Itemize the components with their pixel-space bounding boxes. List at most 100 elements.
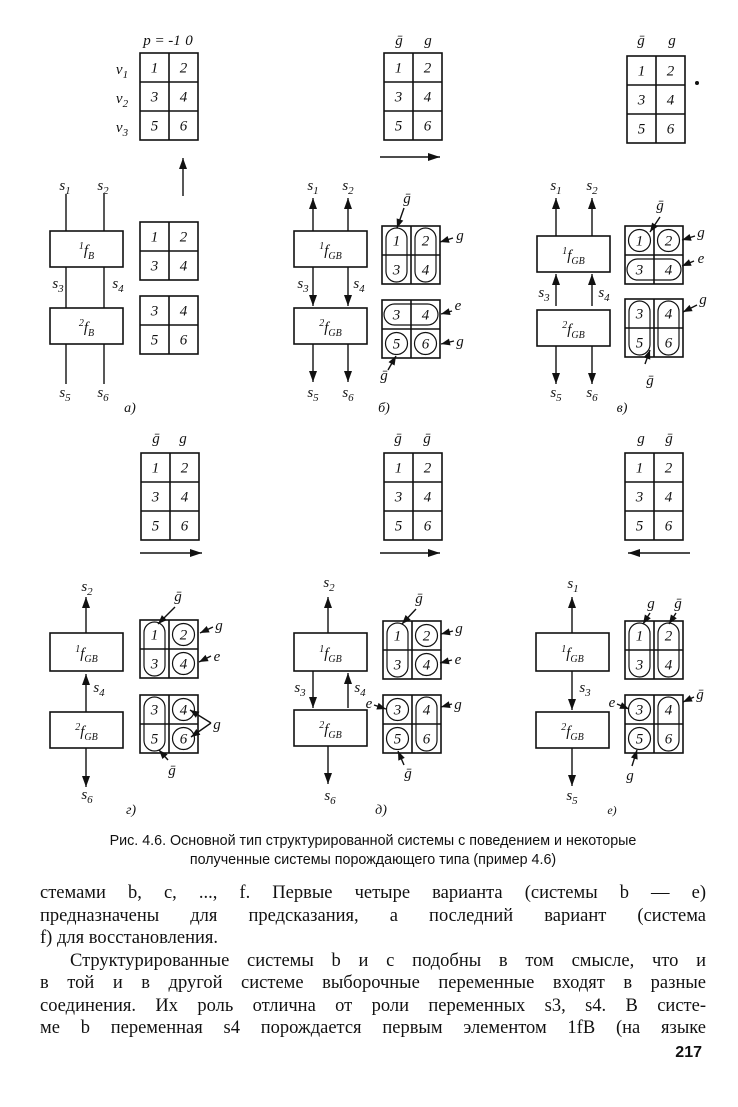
mask-circle (414, 623, 439, 648)
mask-oval (657, 622, 680, 678)
e-label: e (609, 695, 616, 711)
grid-cell-value: 3 (392, 263, 401, 279)
paragraph-2-line-4: ме b переменная s4 порождается первым эл… (40, 1018, 706, 1038)
arrow-head (650, 222, 658, 232)
arrow-head (309, 371, 317, 382)
s-label: s5 (550, 385, 562, 404)
arrow-head (630, 750, 638, 760)
grid-cell-value: 2 (180, 61, 188, 77)
arrow-head (552, 198, 560, 209)
s-label: s5 (566, 788, 578, 807)
g-label: g (213, 717, 221, 733)
block-1fgb-label: 1fGB (319, 644, 342, 665)
arrow-head (344, 371, 352, 382)
grid-cell-value: 5 (151, 732, 159, 748)
grid-cell-value: 1 (636, 461, 644, 477)
grid-cell-value: 6 (180, 732, 188, 748)
grid-cell-value: 4 (180, 90, 188, 106)
g-label: g (668, 33, 676, 49)
arrow-head (588, 373, 596, 384)
arrow-head (309, 295, 317, 306)
block-2fgb-label: 2fGB (562, 320, 585, 341)
caption-line-2: полученные системы порождающего типа (пр… (189, 852, 557, 868)
block-1fgb (49, 632, 124, 672)
grid-cell-value: 4 (422, 308, 430, 324)
block-2fgb (536, 309, 611, 347)
arrow-head (643, 350, 651, 360)
e-label: e (698, 251, 705, 267)
arrow-head (309, 198, 317, 209)
body-text: стемами b, c, ..., f. Первые четыре вари… (40, 882, 706, 1040)
block-2fgb-label: 2fGB (75, 722, 98, 743)
grid-cell-value: 5 (393, 337, 401, 353)
block-2fgb (293, 709, 368, 747)
arrow-head (683, 304, 693, 312)
block-2fgb (535, 711, 610, 749)
arrow-head (396, 218, 404, 228)
grid-cell-value: 6 (423, 732, 431, 748)
grid-cell-value: 5 (636, 732, 644, 748)
e-label: e (455, 298, 462, 314)
grid-cell-value: 1 (152, 461, 160, 477)
panel-label-f: е) (607, 803, 616, 817)
arrow-head (441, 308, 451, 316)
grid-cell-value: 1 (151, 230, 159, 246)
grid-cell-value: 1 (151, 61, 159, 77)
gbar-label: ḡ (174, 589, 182, 605)
gbar-label: ḡ (696, 687, 704, 703)
mask-circle (171, 622, 196, 647)
grid-cell-value: 4 (180, 259, 188, 275)
grid-cell-value: 2 (665, 234, 673, 250)
s-label: s2 (342, 178, 354, 197)
grid-cell-value: 3 (150, 90, 159, 106)
mask-circle (171, 697, 196, 722)
s-label: s3 (52, 276, 64, 295)
arrow-head (179, 158, 187, 169)
grid-cell-value: 2 (422, 234, 430, 250)
grid-cell-value: 5 (151, 119, 159, 135)
gbar-label: ḡ (380, 368, 388, 384)
grid-cell-value: 3 (150, 304, 159, 320)
g-label: g (454, 697, 462, 713)
block-1fgb-label: 1fGB (319, 241, 342, 262)
grid-cell-value: 4 (665, 307, 673, 323)
block-2fgb (293, 307, 368, 345)
grid-cell-value: 1 (151, 628, 159, 644)
grid-cell-value: 4 (665, 703, 673, 719)
arrow-head (200, 626, 210, 633)
block-2fb (49, 307, 124, 345)
arrow-head (619, 702, 629, 709)
grid-cell-value: 3 (393, 658, 402, 674)
s-label: s3 (538, 285, 550, 304)
arrow-head (344, 198, 352, 209)
grid-cell-value: 1 (394, 629, 402, 645)
block-2fgb-label: 2fGB (561, 722, 584, 743)
mask-circle (627, 228, 652, 253)
grid-cell-value: 4 (667, 93, 675, 109)
mask-oval (383, 303, 439, 326)
v-label: v3 (116, 120, 129, 139)
v-label: v2 (116, 91, 129, 110)
arrow-head (82, 776, 90, 787)
arrow-head (82, 674, 90, 685)
grid-cell-value: 1 (636, 629, 644, 645)
arrow-head (441, 338, 451, 346)
arrow-head (376, 702, 386, 710)
s-label: s1 (550, 178, 561, 197)
grid-cell-value: 2 (667, 64, 675, 80)
arrow-head (441, 628, 451, 636)
g-label: g (179, 431, 187, 447)
arrow-head (568, 775, 576, 786)
grid-cell-value: 3 (151, 490, 160, 506)
gbar-label: ḡ (404, 766, 412, 782)
grid-cell-value: 3 (635, 263, 644, 279)
block-1fgb-label: 1fGB (561, 644, 584, 665)
g-label: g (455, 621, 463, 637)
arrow-head (440, 236, 450, 243)
paragraph-1-line-2: предназначены для предсказания, а послед… (40, 905, 706, 926)
block-1fgb-label: 1fGB (75, 644, 98, 665)
arrow-head (643, 614, 651, 624)
grid-cell-value: 5 (394, 732, 402, 748)
arrow-head (568, 597, 576, 608)
grid-cell-value: 6 (180, 119, 188, 135)
